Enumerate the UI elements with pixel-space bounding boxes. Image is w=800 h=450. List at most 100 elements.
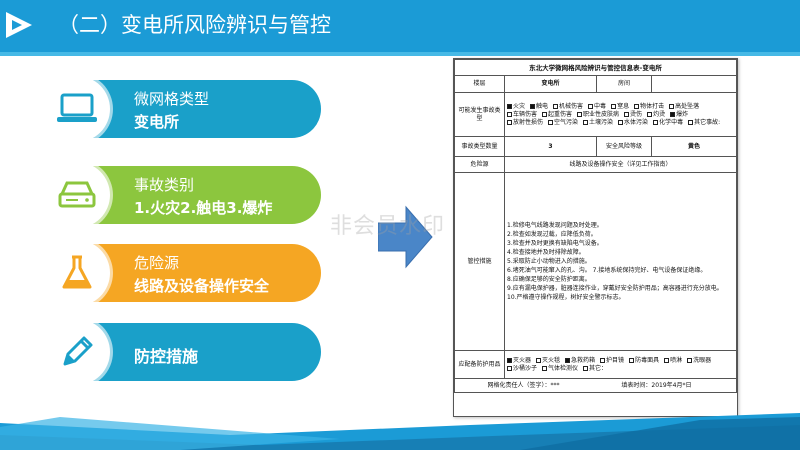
floor-label: 楼层 [454, 75, 505, 93]
checkbox-option: 防毒面具 [629, 357, 659, 365]
checkbox [664, 357, 670, 363]
hard-drive-icon [58, 181, 96, 208]
equipment-options: 灭火器灭火毯急救药箱护目镜防毒面具喷淋洗眼器沙桶沙子气体检测仪其它： [504, 350, 737, 379]
checkbox-option: 洗眼器 [687, 357, 711, 365]
checkbox [536, 357, 542, 363]
responsible-signature: 网格化责任人（签字）：*** [487, 381, 560, 389]
checkbox [565, 357, 571, 363]
measure-item: 3.检查并及时更换有缺陷电气设备。 [507, 239, 603, 247]
page-title: （二）变电所风险辨识与管控 [58, 13, 331, 37]
checkbox [507, 119, 512, 125]
checkbox-option: 机械伤害 [553, 103, 583, 111]
checkbox [611, 103, 617, 109]
card-hazard: 危险源 线路及设备操作安全 [44, 240, 321, 306]
checkbox-option: 起重伤害 [542, 111, 572, 119]
card-accident-type: 事故类别 1.火灾2.触电3.爆炸 [44, 162, 321, 228]
measure-item: 8.应确保足够的安全防护距离。 [507, 275, 591, 283]
checkbox-option: 其它事故: [688, 119, 720, 127]
risk-level-value: 黄色 [651, 136, 737, 157]
checkbox-option: 喷淋 [664, 357, 682, 365]
checkbox [687, 357, 693, 363]
card-icon-circle [44, 319, 110, 385]
risk-info-table: 东北大学微网格风险辨识与管控信息表-变电所 楼层 变电所 房间 可能发生事故类型… [454, 59, 737, 393]
sheet-footer: 网格化责任人（签字）：***填表时间：2019年4月*日 [454, 378, 737, 393]
checkbox [629, 357, 635, 363]
laptop-icon [57, 93, 97, 122]
checkbox [577, 111, 583, 117]
card-grid-type: 微网格类型 变电所 [44, 76, 321, 142]
checkbox-option: 职业性皮肤病 [577, 111, 619, 119]
accident-type-label: 可能发生事故类型 [454, 92, 505, 137]
checkbox-option: 车辆伤害 [507, 111, 537, 119]
checkbox-option: 水体污染 [618, 119, 648, 127]
checkbox-option: 中毒 [588, 103, 606, 111]
hazard-label: 危险源 [454, 156, 505, 173]
measure-item: 10.严格遵守操作规程，树好安全警示标志。 [507, 293, 625, 301]
checkbox [507, 365, 512, 371]
accident-count-value: 3 [504, 136, 597, 157]
checkbox-option: 灭火毯 [536, 357, 560, 365]
room-label: 房间 [596, 75, 652, 93]
checkbox [669, 103, 675, 109]
checkbox [618, 119, 624, 125]
checkbox-option: 护目镜 [600, 357, 624, 365]
room-value [651, 75, 737, 93]
watermark: 非会员水印 [330, 214, 446, 239]
checkbox [507, 357, 512, 363]
card-value: 1.火灾2.触电3.爆炸 [134, 199, 273, 217]
card-value: 线路及设备操作安全 [134, 277, 270, 295]
card-icon-circle [44, 76, 110, 142]
card-icon-circle [44, 240, 110, 306]
flask-icon [62, 255, 92, 289]
checkbox [634, 103, 640, 109]
checkbox-option: 放射性损伤 [507, 119, 543, 127]
checkbox-option: 化学中毒 [653, 119, 683, 127]
checkbox-option: 灼烫 [647, 111, 665, 119]
checkbox [542, 365, 548, 371]
measures-label: 管控措施 [454, 172, 505, 351]
checkbox [624, 111, 630, 117]
checkbox [653, 119, 659, 125]
checkbox-option: 窒息 [611, 103, 629, 111]
checkbox-option: 气体检测仪 [542, 365, 578, 373]
equipment-label: 应配备防护用品 [454, 350, 505, 379]
checkbox-option: 触电 [530, 103, 548, 111]
measure-item: 6.堵死油气可能窜入的孔、沟。 7.接地系统保持完好、电气设备保证绝缘。 [507, 266, 707, 274]
checkbox [583, 119, 589, 125]
checkbox [507, 111, 512, 117]
accident-type-options: 火灾触电机械伤害中毒窒息物体打击高处坠落车辆伤害起重伤害职业性皮肤病烫伤灼烫爆炸… [504, 92, 737, 137]
checkbox-option: 爆炸 [670, 111, 688, 119]
checkbox-option: 灭火器 [507, 357, 531, 365]
card-icon-circle [44, 162, 110, 228]
risk-level-label: 安全风险等级 [596, 136, 652, 157]
card-title: 防控措施 [134, 347, 199, 366]
checkbox-option: 空气污染 [548, 119, 578, 127]
checkbox [588, 103, 594, 109]
checkbox [600, 357, 606, 363]
checkbox-option: 其它： [583, 365, 607, 373]
measure-item: 4.检查接地并及时排除故障。 [507, 248, 585, 256]
floor-value: 变电所 [504, 75, 597, 93]
checkbox-option: 急救药箱 [565, 357, 595, 365]
checkbox [507, 103, 512, 109]
checkbox-option: 高处坠落 [669, 103, 699, 111]
hazard-value: 线路及设备操作安全（详见工作指南） [504, 156, 737, 173]
accident-count-label: 事故类型数量 [454, 136, 505, 157]
measure-item: 5.采取防止小动物进入的措施。 [507, 257, 591, 265]
checkbox-option: 土壤污染 [583, 119, 613, 127]
checkbox [548, 119, 554, 125]
checkbox [647, 111, 653, 117]
checkbox [530, 103, 536, 109]
checkbox-option: 火灾 [507, 103, 525, 111]
checkbox-option: 物体打击 [634, 103, 664, 111]
right-arrow-icon [378, 205, 433, 269]
checkbox [553, 103, 559, 109]
measure-item: 1.检修电气线路发现问题及时处理。 [507, 221, 603, 229]
measure-item: 2.检查如发现过载，应降低负荷。 [507, 230, 597, 238]
checkbox [670, 111, 676, 117]
card-label: 微网格类型 [134, 90, 210, 108]
checkbox-option: 烫伤 [624, 111, 642, 119]
pencil-icon [63, 336, 93, 366]
checkbox [583, 365, 589, 371]
card-measures: 防控措施 [44, 319, 321, 385]
